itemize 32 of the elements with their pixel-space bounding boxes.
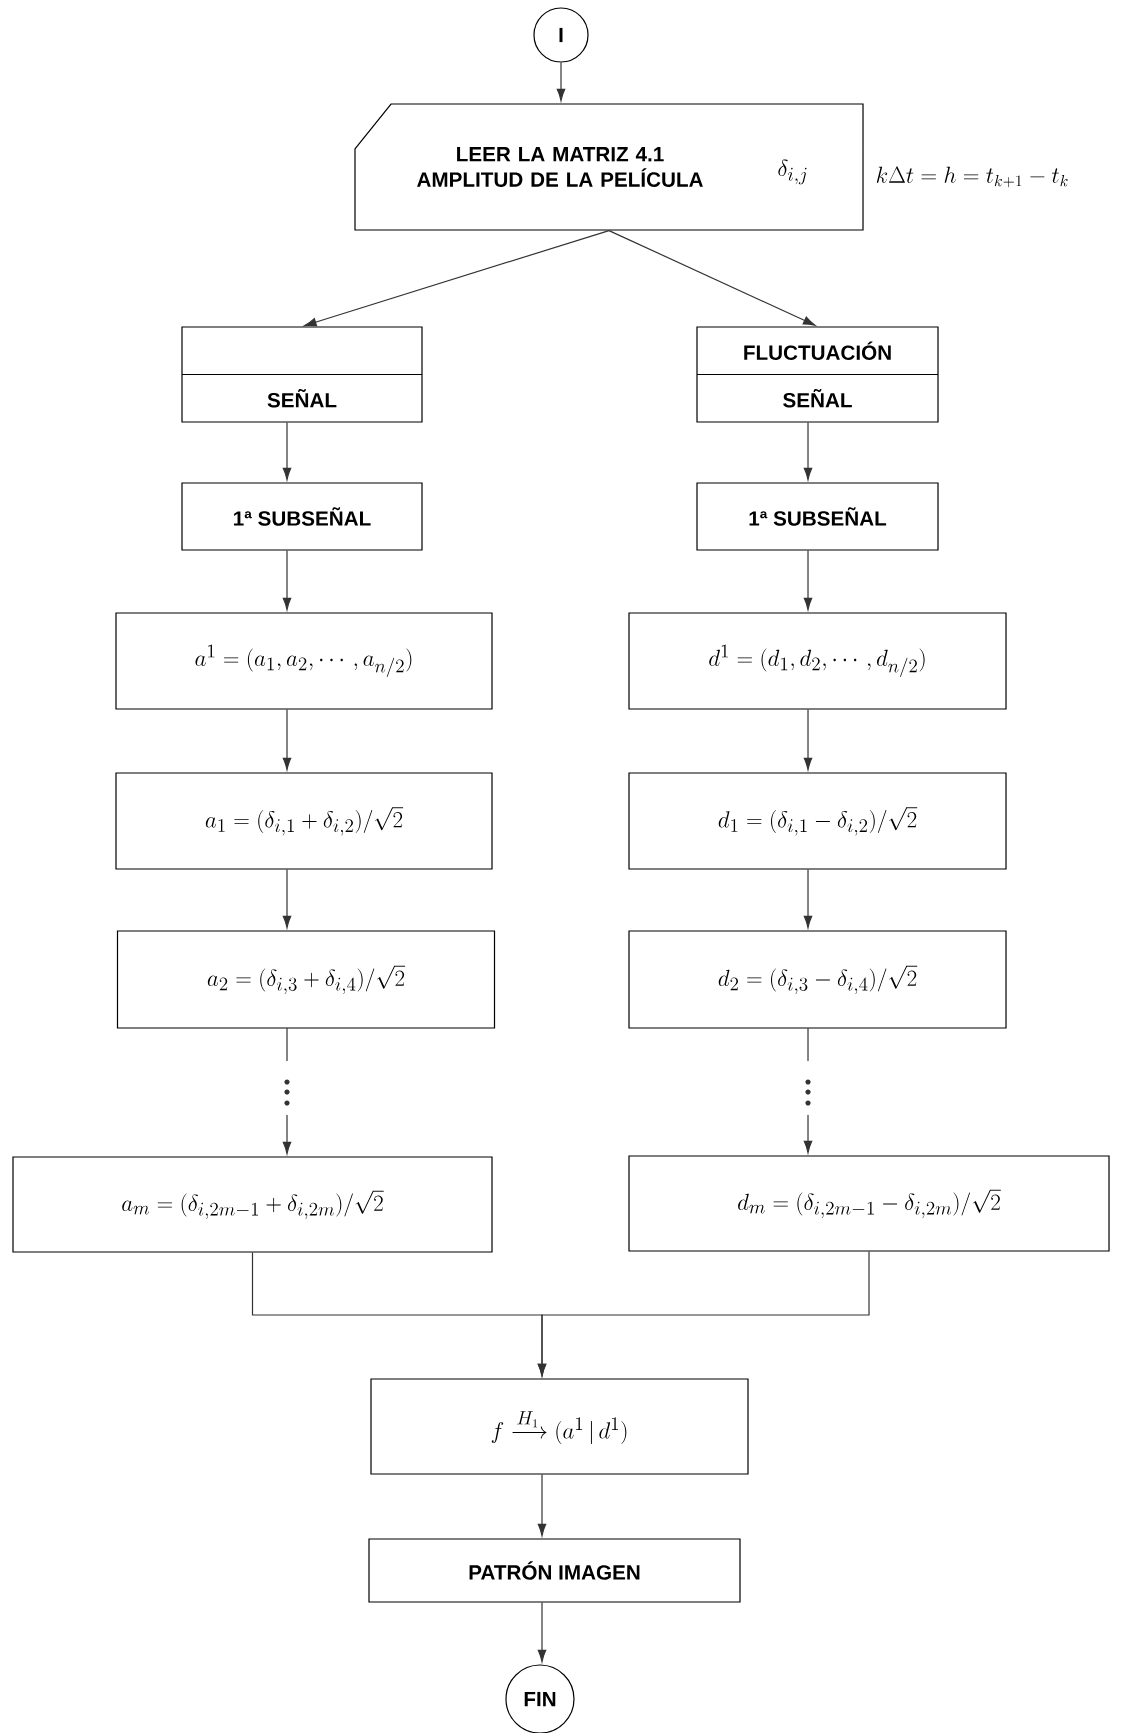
formula-box: $a_{m} = (\delta_{i,2m-1} + \delta_{i,2m}) / \sqrt{2}$ xyxy=(12,1156,493,1253)
process-box: SEÑAL xyxy=(181,326,423,423)
process-box: PATRÓN IMAGEN xyxy=(368,1538,741,1603)
formula-box: $d_{2} = (\delta_{i,3} - \delta_{i,4}) / \sqrt{2}$ xyxy=(628,930,1007,1029)
formula-box: $a_{1} = (\delta_{i,1} + \delta_{i,2}) / \sqrt{2}$ xyxy=(115,772,493,870)
formula-box: $a_{2} = (\delta_{i,3} + \delta_{i,4}) / \sqrt{2}$ xyxy=(116,930,496,1029)
arrow xyxy=(282,869,292,929)
formula-label: $k\Delta t = h = t_{k+1} - t_{k}$ xyxy=(876,166,1068,188)
formula-box: $d_{1} = (\delta_{i,1} - \delta_{i,2}) / \sqrt{2}$ xyxy=(628,772,1007,870)
arrow xyxy=(537,1602,547,1663)
formula-box: $d_{m} = (\delta_{i,2m-1} - \delta_{i,2m}) / \sqrt{2}$ xyxy=(628,1155,1110,1252)
process-box: 1ª SUBSEÑAL xyxy=(696,482,939,551)
arrow xyxy=(803,1028,813,1154)
arrow xyxy=(282,422,292,481)
arrow xyxy=(803,869,813,929)
arrow xyxy=(803,709,813,771)
arrow xyxy=(537,1474,547,1537)
arrow xyxy=(304,230,610,327)
arrow xyxy=(803,422,813,481)
arrow xyxy=(803,550,813,611)
arrow xyxy=(282,1028,292,1155)
arrow xyxy=(556,62,566,102)
arrow xyxy=(282,550,292,611)
input-box: LEER LA MATRIZ 4.1 AMPLITUD DE LA PELÍCULA $\delta_{i,j}$ xyxy=(354,103,864,231)
process-box: FLUCTUACIÓN SEÑAL xyxy=(696,326,939,423)
formula-box: $d^{1} = (d_{1}, d_{2}, \cdots, d_{n/2})$ xyxy=(628,612,1007,710)
arrow xyxy=(282,709,292,771)
formula-box: $a^{1} = (a_{1}, a_{2}, \cdots, a_{n/2})$ xyxy=(115,612,493,710)
arrow xyxy=(608,230,816,326)
process-box: 1ª SUBSEÑAL xyxy=(181,482,423,551)
formula-box: $f \xrightarrow{H_{1}} (a^{1} \,|\, d^{1})$ xyxy=(370,1378,749,1475)
arrow xyxy=(537,1251,870,1377)
